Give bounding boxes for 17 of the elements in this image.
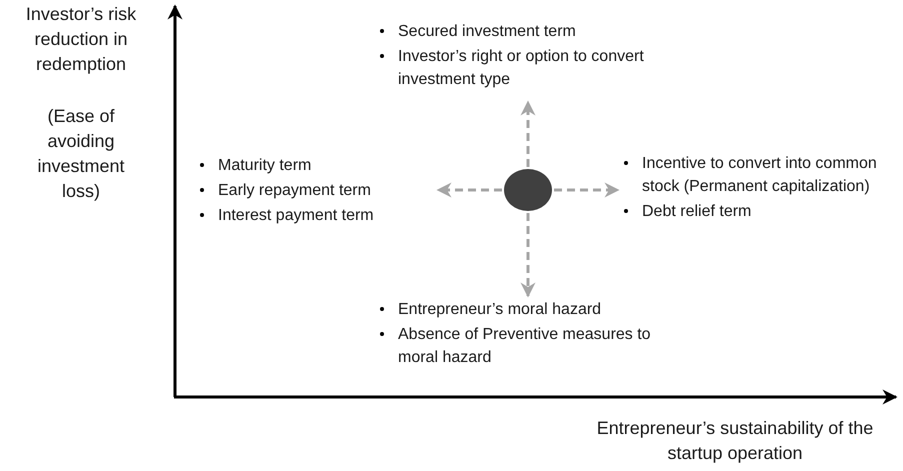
y-axis-note: (Ease of avoiding investment loss) [36, 105, 126, 203]
dashed-arrow [436, 182, 502, 198]
y-axis-label: Investor’s risk reduction in redemption [24, 3, 138, 76]
list-item-text: Interest payment term [218, 206, 374, 226]
center-dot [504, 169, 552, 211]
dashed-arrow [520, 213, 536, 298]
list-item-text: Maturity term [218, 156, 312, 176]
list-item-text: Entrepreneur’s moral hazard [398, 300, 602, 320]
list-item-text: Absence of Preventive measures to moral hazard [398, 325, 652, 368]
list-item-text: Early repayment term [218, 181, 371, 201]
list-item-text: Secured investment term [398, 22, 576, 42]
dashed-arrow [554, 182, 620, 198]
x-axis-label: Entrepreneur’s sustainability of the startup operation [596, 417, 874, 465]
list-item-text: Incentive to convert into common stock (Permanent capitalization) [642, 154, 878, 197]
dashed-arrow [520, 100, 536, 167]
list-item-text: Investor’s right or option to convert investment type [398, 47, 645, 90]
list-item-text: Debt relief term [642, 202, 752, 222]
